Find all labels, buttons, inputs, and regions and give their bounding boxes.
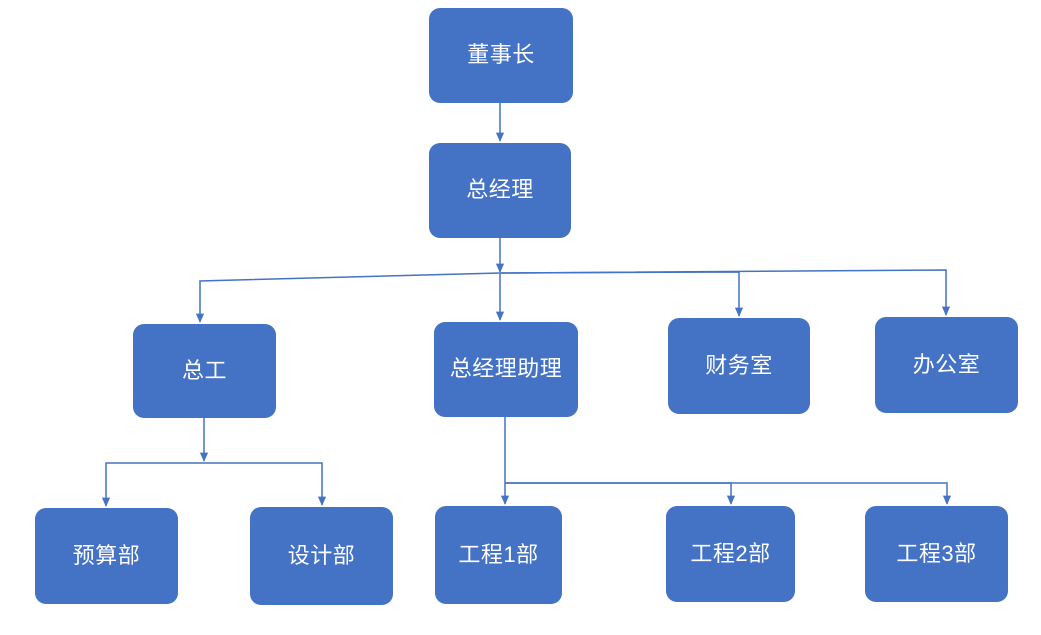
org-node-engineering-dept-1[interactable]: 工程1部 <box>435 506 562 604</box>
connector-chief-engineer-to-budget-dept <box>101 462 204 507</box>
org-node-design-dept[interactable]: 设计部 <box>250 507 393 605</box>
connector-general-manager-to-chief-engineer <box>195 272 501 323</box>
org-node-label: 工程2部 <box>690 540 771 566</box>
connector-general-manager-to-finance-office <box>499 271 744 317</box>
org-node-engineering-dept-2[interactable]: 工程2部 <box>666 506 795 602</box>
org-node-budget-dept[interactable]: 预算部 <box>35 508 178 604</box>
org-node-label: 总工 <box>181 357 227 383</box>
org-node-label: 工程3部 <box>896 540 977 566</box>
org-node-general-manager[interactable]: 总经理 <box>429 143 571 238</box>
org-node-finance-office[interactable]: 财务室 <box>668 318 810 414</box>
connector-gm-assistant-to-engineering-dept-3 <box>505 482 952 505</box>
org-node-chief-engineer[interactable]: 总工 <box>133 324 276 418</box>
org-node-label: 总经理 <box>466 177 534 203</box>
org-node-label: 办公室 <box>912 351 981 377</box>
connector-gm-assistant-to-engineering-dept-2 <box>505 482 736 505</box>
org-node-label: 财务室 <box>705 352 773 378</box>
org-node-label: 预算部 <box>72 542 141 568</box>
org-node-label: 董事长 <box>467 42 535 68</box>
org-node-label: 设计部 <box>287 542 356 568</box>
org-node-label: 总经理助理 <box>449 356 563 382</box>
org-node-engineering-dept-3[interactable]: 工程3部 <box>865 506 1008 602</box>
connector-general-manager-to-admin-office <box>499 269 951 316</box>
org-node-admin-office[interactable]: 办公室 <box>875 317 1018 413</box>
connector-chief-engineer-to-design-dept <box>204 462 327 506</box>
org-node-gm-assistant[interactable]: 总经理助理 <box>434 322 578 417</box>
org-node-label: 工程1部 <box>458 541 539 567</box>
org-node-chairman[interactable]: 董事长 <box>429 8 573 103</box>
